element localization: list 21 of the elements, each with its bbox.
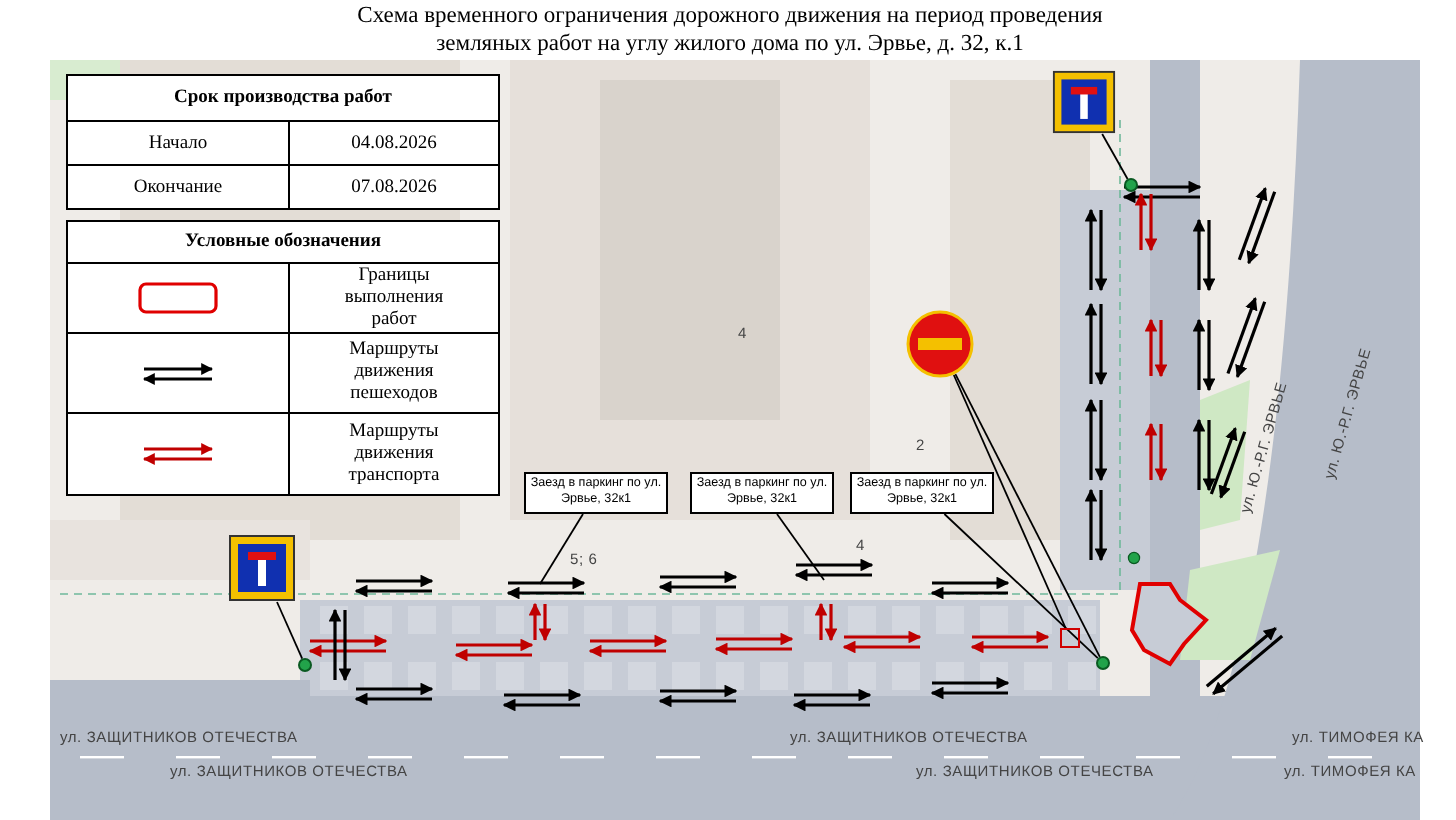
leader-line [952, 374, 1067, 629]
legend-text: Границы выполнения работ [288, 262, 498, 332]
legend-text: Маршруты движения пешеходов [288, 332, 498, 412]
no-entry-sign-icon [906, 310, 974, 378]
entrance-mark [1060, 628, 1080, 648]
table-cell: Окончание [68, 164, 288, 208]
legend-title: Условные обозначения [182, 230, 384, 256]
table-cell: 07.08.2026 [288, 164, 498, 208]
diagram-title: Схема временного ограничения дорожного движения на период проведения земляных работ на углу жилого дома по ул. Эрвье, д. 32, к.1 [355, 2, 1105, 58]
leader-line [276, 601, 304, 660]
table-header: Срок производства работ [172, 86, 394, 112]
leader-line [943, 513, 1099, 660]
table-cell: 04.08.2026 [288, 120, 498, 164]
legend-text: Маршруты движения транспорта [288, 412, 498, 494]
leader-line [776, 513, 825, 581]
table-cell: Начало [68, 120, 288, 164]
dead-end-sign-icon [228, 534, 296, 602]
dead-end-sign-icon [1052, 70, 1116, 134]
leader-line [1101, 133, 1129, 180]
leader-line [954, 373, 1101, 658]
leader-line [539, 513, 584, 585]
